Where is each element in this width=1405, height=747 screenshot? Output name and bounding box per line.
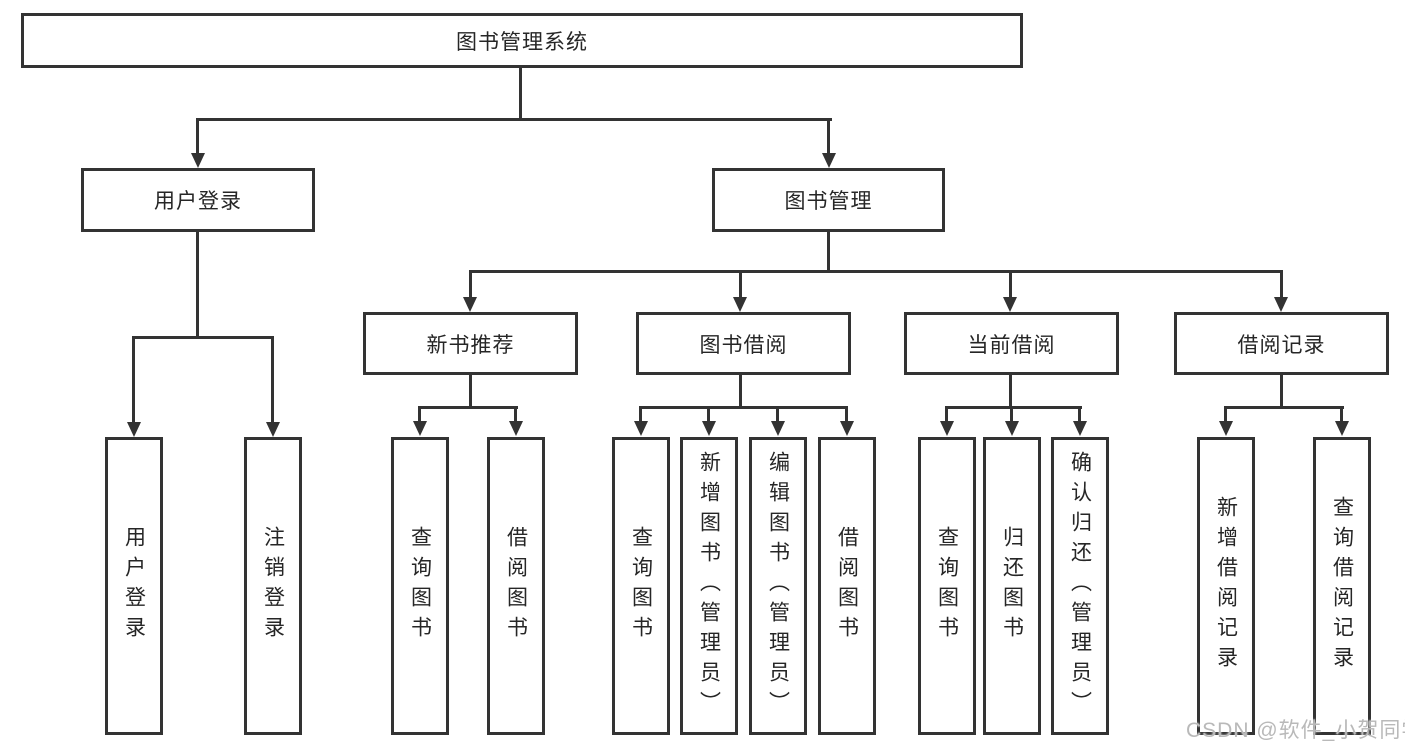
connector-borrow-records-stem [1280, 375, 1283, 408]
arrow-down-current-borrow [1003, 297, 1017, 312]
connector-leaf [1224, 406, 1227, 423]
node-borrow-records: 借阅记录 [1174, 312, 1389, 375]
connector-recommend-branch [418, 406, 518, 409]
connector-recommend-stem [469, 375, 472, 408]
connector-to-user-login [196, 118, 199, 155]
leaf-current-confirm-return-admin: 确认归还（管理员） [1051, 437, 1109, 735]
connector-leaf [1078, 406, 1081, 423]
node-user-login: 用户登录 [81, 168, 315, 232]
leaf-logout: 注销登录 [244, 437, 302, 735]
arrow-down-user-login [191, 153, 205, 168]
node-new-book-recommend: 新书推荐 [363, 312, 578, 375]
arrow-down-leaf [940, 421, 954, 436]
connector-leaf [776, 406, 779, 423]
connector-level2-branch [196, 118, 832, 121]
leaf-borrow-borrow-books: 借阅图书 [818, 437, 876, 735]
leaf-user-login: 用户登录 [105, 437, 163, 735]
arrow-down-leaf [634, 421, 648, 436]
arrow-down-leaf-user-login [127, 422, 141, 437]
arrow-down-book-management [822, 153, 836, 168]
leaf-current-query-books: 查询图书 [918, 437, 976, 735]
connector-leaf [514, 406, 517, 423]
connector-user-login-stem [196, 232, 199, 337]
leaf-borrow-add-books-admin: 新增图书（管理员） [680, 437, 738, 735]
node-root-library-system: 图书管理系统 [21, 13, 1023, 68]
leaf-recommend-borrow-books: 借阅图书 [487, 437, 545, 735]
arrow-down-leaf [1219, 421, 1233, 436]
connector-leaf [418, 406, 421, 423]
leaf-current-return-books: 归还图书 [983, 437, 1041, 735]
arrow-down-leaf [1073, 421, 1087, 436]
arrow-down-book-borrow [733, 297, 747, 312]
connector-root-stem [519, 66, 522, 120]
connector-borrow-records-branch [1224, 406, 1344, 409]
connector-book-borrow-stem [739, 375, 742, 408]
connector-to-leaf-user-login [132, 336, 135, 423]
connector-to-book-management [827, 118, 830, 155]
leaf-records-query-record: 查询借阅记录 [1313, 437, 1371, 735]
arrow-down-leaf [840, 421, 854, 436]
connector-leaf [1010, 406, 1013, 423]
arrow-down-borrow-records [1274, 297, 1288, 312]
connector-to-borrow-records [1280, 270, 1283, 299]
connector-user-login-branch [132, 336, 274, 339]
node-current-borrow: 当前借阅 [904, 312, 1119, 375]
connector-to-current-borrow [1009, 270, 1012, 299]
connector-leaf [945, 406, 948, 423]
leaf-recommend-query-books: 查询图书 [391, 437, 449, 735]
leaf-borrow-edit-books-admin: 编辑图书（管理员） [749, 437, 807, 735]
connector-current-borrow-stem [1009, 375, 1012, 408]
arrow-down-leaf [1005, 421, 1019, 436]
arrow-down-leaf [1335, 421, 1349, 436]
leaf-borrow-query-books: 查询图书 [612, 437, 670, 735]
arrow-down-leaf [702, 421, 716, 436]
connector-leaf [1340, 406, 1343, 423]
connector-book-management-stem [827, 232, 830, 272]
watermark: CSDN @软件_小贺同学 [1186, 719, 1405, 742]
connector-leaf [845, 406, 848, 423]
connector-level3-branch [469, 270, 1283, 273]
arrow-down-leaf [413, 421, 427, 436]
arrow-down-leaf-logout [266, 422, 280, 437]
connector-to-leaf-logout [271, 336, 274, 423]
connector-to-recommend [469, 270, 472, 299]
arrow-down-leaf [771, 421, 785, 436]
node-book-management: 图书管理 [712, 168, 945, 232]
connector-leaf [639, 406, 642, 423]
node-book-borrow: 图书借阅 [636, 312, 851, 375]
arrow-down-leaf [509, 421, 523, 436]
leaf-records-add-record: 新增借阅记录 [1197, 437, 1255, 735]
connector-to-book-borrow [739, 270, 742, 299]
arrow-down-recommend [463, 297, 477, 312]
connector-leaf [707, 406, 710, 423]
connector-book-borrow-branch [639, 406, 848, 409]
connector-current-borrow-branch [945, 406, 1082, 409]
